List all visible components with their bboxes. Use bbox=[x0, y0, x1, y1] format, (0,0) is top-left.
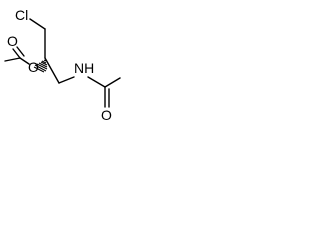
chemical-structure-diagram: Cl O O NH O bbox=[0, 0, 250, 138]
molecule-drawing: Cl O O NH O bbox=[4, 7, 121, 123]
bond-group bbox=[4, 18, 121, 108]
bond-acyl-c-carbonyl-o-b bbox=[16, 46, 25, 57]
bond-ch2-nh bbox=[58, 76, 75, 84]
bond-ester-o-acyl-c bbox=[19, 57, 30, 65]
atom-ester-carbonyl-oxygen-label: O bbox=[7, 33, 18, 49]
atom-chlorine-label: Cl bbox=[15, 7, 28, 23]
bond-nh-amide-c bbox=[87, 76, 106, 88]
bond-amide-c-methyl bbox=[104, 77, 121, 88]
bond-acyl-c-methyl bbox=[4, 57, 21, 62]
atom-labels: Cl O O NH O bbox=[7, 7, 112, 123]
bond-ch-ch2-n bbox=[44, 57, 60, 84]
atom-ester-oxygen-label: O bbox=[28, 59, 39, 75]
bond-acyl-c-carbonyl-o-a bbox=[12, 48, 21, 59]
atom-amide-nitrogen-label: NH bbox=[74, 60, 94, 76]
atom-amide-carbonyl-oxygen-label: O bbox=[101, 107, 112, 123]
bond-cl-ch2 bbox=[29, 18, 46, 30]
stereo-hashed-wedge-bond bbox=[33, 59, 48, 73]
